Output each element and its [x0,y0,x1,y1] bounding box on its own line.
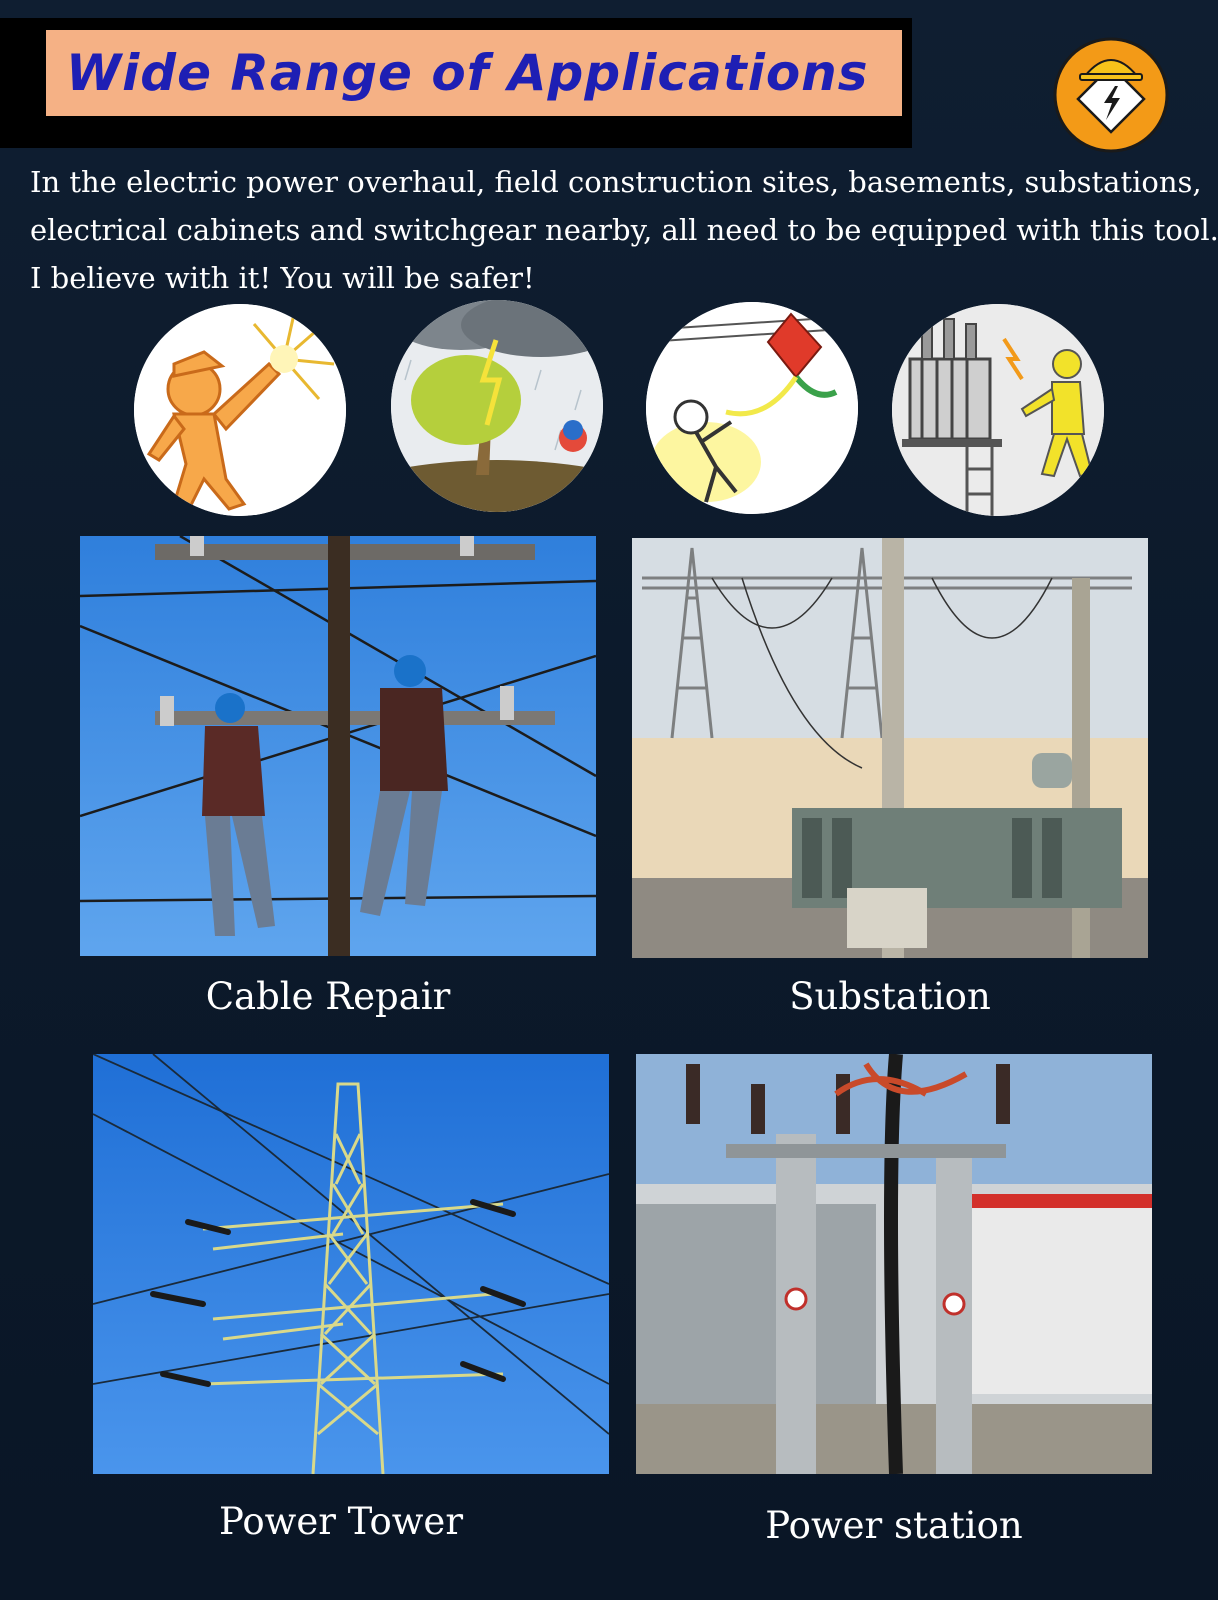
intro-line: electrical cabinets and switchgear nearb… [30,213,1218,247]
application-caption: Power Tower [218,1500,464,1543]
application-caption: Cable Repair [205,975,451,1018]
power-tower-photo [93,1054,609,1474]
application-caption: Substation [789,975,991,1018]
hardhat-lightning-warning-icon [1052,36,1170,154]
lightning-strike-tree-icon [391,300,603,512]
line-workers-on-pole-photo [80,536,596,956]
worker-electric-shock-icon [134,304,346,516]
intro-text: In the electric power overhaul, field co… [30,158,1218,302]
title-box: Wide Range of Applications [46,30,902,116]
power-station-photo [636,1054,1152,1474]
kite-power-line-shock-icon [646,302,858,514]
transformer-shock-icon [892,304,1104,516]
application-caption: Power station [765,1504,1023,1547]
intro-line: I believe with it! You will be safer! [30,261,535,295]
intro-line: In the electric power overhaul, field co… [30,165,1202,199]
page-title: Wide Range of Applications [66,44,869,102]
substation-photo [632,538,1148,958]
hazard-illustrations [0,300,1218,520]
